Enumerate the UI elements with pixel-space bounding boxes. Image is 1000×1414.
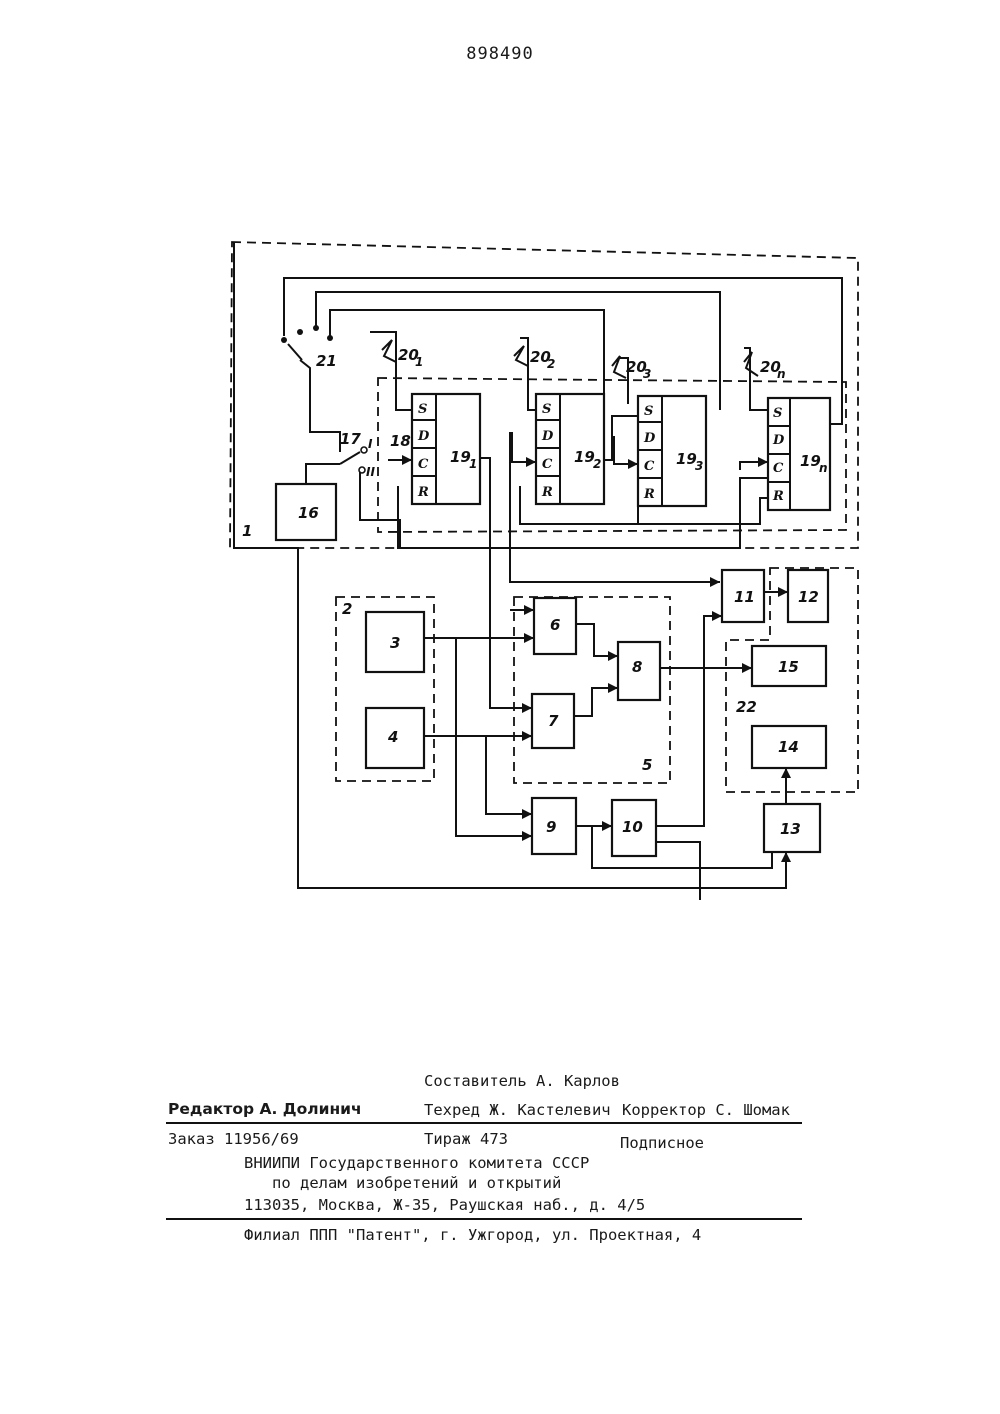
svg-text:2: 2 [547,357,555,371]
svg-text:S: S [773,406,782,421]
block-10-label: 10 [622,818,643,836]
svg-text:19: 19 [450,448,471,466]
region-18-label: 18 [390,432,411,450]
order-line: Заказ 11956/69 [168,1130,299,1148]
svg-text:C: C [542,457,553,472]
block-8-label: 8 [632,658,642,676]
register-19-3: S D C R 19 3 [638,396,706,506]
svg-text:D: D [417,429,430,444]
region-5-label: 5 [642,756,652,774]
org-line-3: 113035, Москва, Ж-35, Раушская наб., д. … [244,1196,645,1214]
block-12-label: 12 [798,588,819,606]
register-19-1: S D C R 19 1 [412,394,480,504]
wire-6-to-8 [576,624,618,656]
key-20-2-symbol [514,346,528,366]
switch21-out-wire [300,360,340,452]
wire-C2 [512,432,536,462]
block-6-label: 6 [550,616,560,634]
svg-text:S: S [542,402,551,417]
wire-7-to-8 [574,688,618,716]
switch-17-label: 17 [340,430,361,448]
org-line-1: ВНИИПИ Государственного комитета СССР [244,1154,589,1172]
switch-pos-i: I [368,437,373,451]
block-13-label: 13 [780,820,801,838]
region-1-label: 1 [242,522,252,540]
region-2-label: 2 [342,600,352,618]
arrowheads [402,455,791,862]
branch-line: Филиал ППП "Патент", г. Ужгород, ул. Про… [244,1226,701,1244]
compiler-line: Составитель А. Карлов [424,1072,620,1090]
svg-text:S: S [644,404,653,419]
block-15-label: 15 [778,658,799,676]
svg-text:19: 19 [676,450,697,468]
switch-pos-ii: II [366,465,375,479]
wire-4-to-9 [486,736,532,814]
techred-line: Техред Ж. Кастелевич [424,1101,611,1119]
svg-text:1: 1 [415,355,423,369]
register-19-n: S D C R 19 n [768,398,830,510]
svg-text:C: C [773,461,784,476]
block-14-label: 14 [778,738,799,756]
wire-C3 [614,436,638,464]
key-20-3-symbol [612,356,626,378]
subscription-line: Подписное [620,1134,704,1152]
region-22-label: 22 [736,698,757,716]
switch-17 [340,447,367,473]
svg-text:3: 3 [643,367,651,381]
footer-rule-bottom [166,1218,802,1220]
svg-text:1: 1 [469,457,477,471]
svg-text:R: R [541,485,553,500]
print-run-line: Тираж 473 [424,1130,508,1148]
key-20-1-symbol [382,340,396,362]
circuit-diagram: 16 S D C R 19 1 S D C R 19 2 S D C R 1 [0,0,1000,1000]
switch-21-label: 21 [316,352,337,370]
register-19-2: S D C R 19 2 [536,394,604,504]
block-11-label: 11 [734,588,755,606]
svg-text:C: C [644,459,655,474]
svg-text:R: R [772,489,784,504]
svg-text:R: R [643,487,655,502]
wire-16-to-17 [306,464,340,484]
block-4-label: 4 [387,728,398,746]
svg-text:R: R [417,485,429,500]
svg-text:3: 3 [695,459,703,473]
block-9-label: 9 [546,818,556,836]
editor-line: Редактор А. Долинич [168,1100,362,1118]
block-3-label: 3 [390,634,400,652]
svg-text:n: n [777,367,786,381]
svg-text:S: S [418,402,427,417]
svg-text:2: 2 [593,457,601,471]
block-7-label: 7 [548,712,559,730]
svg-text:19: 19 [574,448,595,466]
footer-rule-top [166,1122,802,1124]
block-16-label: 16 [298,504,319,522]
switch17-to-bus [360,472,400,548]
wire-10-loop [656,842,700,900]
wire-19-2-out [604,416,638,460]
wire-10-to-11 [656,616,722,826]
svg-text:D: D [772,433,785,448]
org-line-2: по делам изобретений и открытий [272,1174,561,1192]
svg-text:n: n [819,461,828,475]
svg-text:D: D [541,429,554,444]
svg-text:C: C [418,457,429,472]
svg-text:19: 19 [800,452,821,470]
corrector-line: Корректор С. Шомак [622,1101,790,1119]
svg-text:D: D [643,431,656,446]
